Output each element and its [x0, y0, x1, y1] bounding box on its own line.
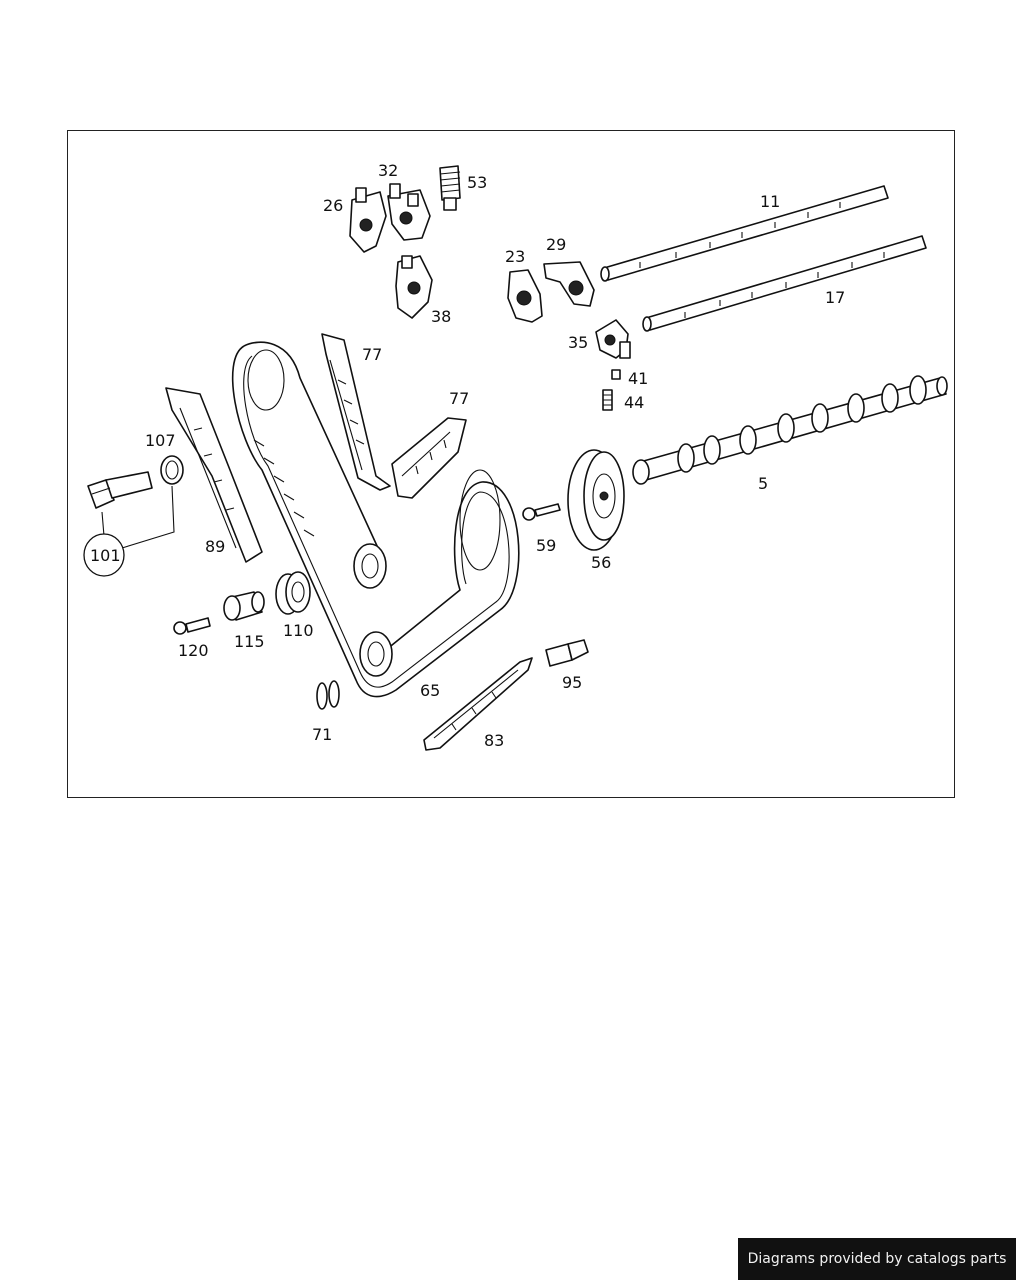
bolt-59[interactable]: [522, 503, 561, 521]
label-77-lower: 77: [449, 389, 469, 408]
bolt-95[interactable]: [545, 639, 589, 667]
rocker-arm-38[interactable]: [395, 255, 433, 319]
label-41: 41: [628, 369, 648, 388]
valve-spring-53[interactable]: [439, 165, 461, 211]
label-107: 107: [145, 431, 176, 450]
chain-sprocket-upper: [353, 543, 387, 589]
guide-rail-77-lower[interactable]: [391, 417, 467, 499]
label-71: 71: [312, 725, 332, 744]
chain-link-71[interactable]: [316, 680, 340, 710]
label-101: 101: [90, 546, 121, 565]
label-26: 26: [323, 196, 343, 215]
chain-sprocket-lower: [359, 631, 393, 677]
camshaft-sprocket-56[interactable]: [567, 449, 625, 551]
diagram-frame: [67, 130, 955, 798]
label-23: 23: [505, 247, 525, 266]
rocker-arm-23[interactable]: [507, 269, 543, 323]
rocker-shaft-11[interactable]: [600, 185, 889, 282]
label-110: 110: [283, 621, 314, 640]
rocker-shaft-17[interactable]: [642, 235, 927, 332]
label-77-upper: 77: [362, 345, 382, 364]
label-115: 115: [234, 632, 265, 651]
guide-rail-83[interactable]: [423, 657, 533, 751]
rocker-arm-32[interactable]: [387, 183, 431, 241]
label-38: 38: [431, 307, 451, 326]
sleeve-115[interactable]: [223, 591, 265, 621]
label-56: 56: [591, 553, 611, 572]
label-53: 53: [467, 173, 487, 192]
timing-chain-65[interactable]: [231, 341, 520, 698]
label-44: 44: [624, 393, 644, 412]
valve-lifter-44[interactable]: [602, 389, 613, 411]
label-5: 5: [758, 474, 768, 493]
label-59: 59: [536, 536, 556, 555]
credit-badge: Diagrams provided by catalogs parts: [738, 1238, 1016, 1280]
label-120: 120: [178, 641, 209, 660]
tensioning-rail-89[interactable]: [165, 387, 263, 563]
label-65: 65: [420, 681, 440, 700]
callout-circle-101: [83, 533, 125, 577]
label-35: 35: [568, 333, 588, 352]
label-95: 95: [562, 673, 582, 692]
label-89: 89: [205, 537, 225, 556]
label-11: 11: [760, 192, 780, 211]
label-32: 32: [378, 161, 398, 180]
sealing-ring-107[interactable]: [160, 455, 184, 485]
hydraulic-element-35[interactable]: [595, 319, 631, 359]
chain-links-vertical: [253, 439, 315, 537]
label-17: 17: [825, 288, 845, 307]
sprocket-110[interactable]: [275, 571, 311, 615]
tensioning-rail-77-upper[interactable]: [321, 333, 391, 491]
rocker-arm-26[interactable]: [349, 187, 387, 253]
rocker-arm-29[interactable]: [543, 261, 595, 307]
valve-cap-41[interactable]: [611, 369, 621, 380]
bolt-120[interactable]: [173, 617, 211, 635]
chain-tensioner-101[interactable]: [87, 471, 153, 509]
label-83: 83: [484, 731, 504, 750]
label-29: 29: [546, 235, 566, 254]
camshaft-5[interactable]: [632, 375, 948, 485]
callout-leaders-101: [101, 485, 175, 549]
